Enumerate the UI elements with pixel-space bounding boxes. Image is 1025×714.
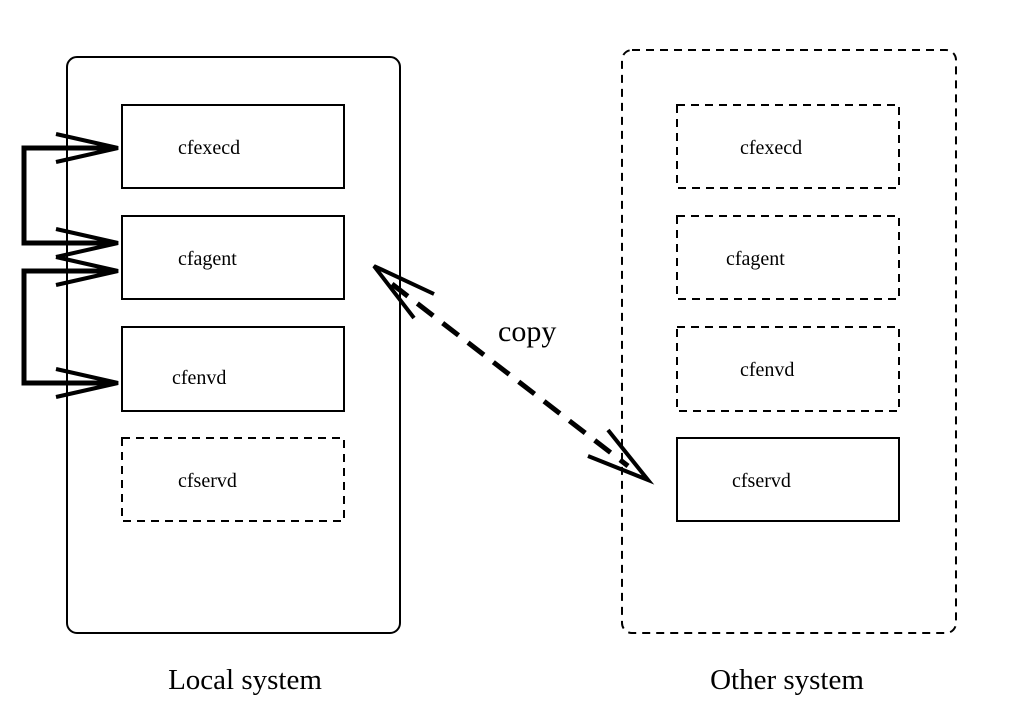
- local-cfenvd-label: cfenvd: [172, 367, 226, 389]
- local-system-caption: Local system: [168, 664, 322, 696]
- connector-upper-line: [21, 145, 112, 246]
- arrowhead-to-cfenvd: [55, 367, 119, 399]
- local-cfagent-label: cfagent: [178, 248, 237, 270]
- local-cfenvd-box: [121, 326, 345, 412]
- other-cfexecd-box: [676, 104, 900, 189]
- other-cfservd-label: cfservd: [732, 470, 791, 492]
- local-cfservd-box: [121, 437, 345, 522]
- local-cfservd-label: cfservd: [178, 470, 237, 492]
- local-cfexecd-box: [121, 104, 345, 189]
- other-cfagent-label: cfagent: [726, 248, 785, 270]
- other-cfagent-box: [676, 215, 900, 300]
- arrowhead-to-cfagent-upper: [55, 227, 119, 259]
- other-process-cfservd: cfservd: [676, 437, 900, 522]
- copy-dashed-line: [390, 282, 630, 468]
- other-cfservd-box: [676, 437, 900, 522]
- connector-cfenvd-cfagent: [21, 255, 119, 399]
- other-system: cfexecd cfagent cfenvd cfservd Other sys…: [621, 49, 957, 696]
- copy-arrowhead-local: [372, 264, 435, 320]
- other-system-caption: Other system: [710, 664, 864, 696]
- arrowhead-to-cfexecd: [55, 132, 119, 164]
- other-system-frame: [621, 49, 957, 634]
- local-cfagent-box: [121, 215, 345, 300]
- local-cfexecd-label: cfexecd: [178, 137, 240, 159]
- other-process-cfenvd: cfenvd: [676, 326, 900, 412]
- connector-cfagent-cfexecd: [21, 132, 119, 259]
- other-cfenvd-box: [676, 326, 900, 412]
- other-cfenvd-label: cfenvd: [740, 359, 794, 381]
- arrowhead-to-cfagent-lower: [55, 255, 119, 287]
- copy-arrowhead-remote: [587, 428, 655, 485]
- copy-link: copy: [372, 264, 655, 485]
- local-system-frame: [66, 56, 401, 634]
- local-process-cfservd: cfservd: [121, 437, 345, 522]
- local-process-cfagent: cfagent: [121, 215, 345, 300]
- local-system: cfexecd cfagent cfenvd cfservd Local sys…: [66, 56, 401, 696]
- connector-lower-line: [21, 268, 112, 386]
- copy-label: copy: [498, 315, 556, 348]
- other-cfexecd-label: cfexecd: [740, 137, 802, 159]
- other-process-cfexecd: cfexecd: [676, 104, 900, 189]
- local-process-cfexecd: cfexecd: [121, 104, 345, 189]
- other-process-cfagent: cfagent: [676, 215, 900, 300]
- local-process-cfenvd: cfenvd: [121, 326, 345, 412]
